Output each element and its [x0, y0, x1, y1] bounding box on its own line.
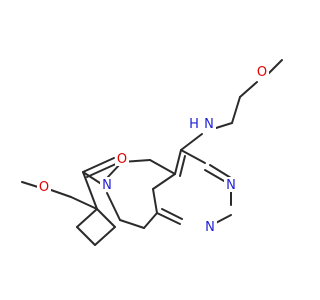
bond [50, 189, 72, 198]
bond [180, 149, 206, 164]
bond [239, 81, 258, 98]
bond [180, 133, 203, 151]
bond [215, 122, 233, 129]
bond [209, 164, 232, 179]
bond [119, 219, 145, 229]
bond [76, 208, 98, 228]
bond [21, 181, 39, 188]
atom-oxygen: O [37, 179, 51, 195]
bond [152, 173, 176, 190]
bond [143, 212, 158, 229]
atom-layer: O N H N N N O O [37, 64, 269, 235]
bond [152, 188, 158, 214]
bond [156, 212, 181, 225]
atom-nitrogen: N [100, 177, 114, 193]
bond [231, 96, 241, 124]
bond [96, 208, 116, 228]
bond [94, 226, 116, 246]
bond [161, 208, 183, 220]
atom-nitrogen: N [224, 177, 238, 193]
atom-label: O [257, 65, 267, 80]
bond [76, 226, 96, 246]
bond [70, 196, 98, 210]
bond-layer [21, 59, 283, 246]
bond [149, 159, 176, 175]
atom-oxygen: O [255, 64, 269, 80]
bond [82, 171, 98, 210]
bond [179, 155, 186, 177]
bond [174, 149, 182, 175]
atom-label: O [117, 152, 127, 167]
bond [86, 162, 119, 178]
bond [106, 192, 121, 221]
atom-label: N [226, 178, 236, 193]
atom-label: N [205, 220, 215, 235]
bond [204, 169, 225, 182]
atom-oxygen: O [115, 151, 129, 167]
bond [82, 171, 104, 186]
atom-label: N [102, 178, 112, 193]
atom-nitrogen: N [203, 219, 217, 235]
atom-label: H [189, 117, 199, 132]
atom-label: O [39, 180, 49, 195]
bond [82, 157, 115, 173]
atom-nitrogen: N H [187, 116, 216, 132]
atom-label: N [204, 117, 214, 132]
molecule-structure: O N H N N N O O [21, 59, 283, 246]
